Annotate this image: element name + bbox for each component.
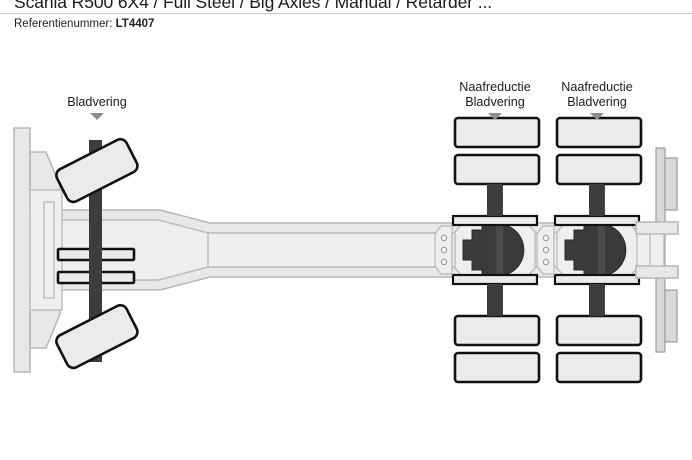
callout-rear-2-line1: Naafreductie bbox=[561, 80, 633, 94]
rear-axle-1-assembly bbox=[451, 116, 541, 384]
truck-schematic-svg: .ch-f { fill:#e8e8e8; stroke:#b8b8b8; st… bbox=[13, 116, 679, 384]
callout-rear-axle-2: Naafreductie Bladvering bbox=[532, 80, 662, 120]
down-triangle-icon bbox=[590, 113, 604, 120]
down-triangle-icon bbox=[90, 113, 104, 120]
rear-mudguard-lower bbox=[664, 289, 678, 343]
rear-2-leaf-upper bbox=[553, 214, 641, 227]
listing-header: Scania R500 6X4 / Full Steel / Big Axles… bbox=[0, 0, 692, 36]
rear-1-tire-lower-inner bbox=[453, 314, 541, 347]
rear-1-leaf-lower bbox=[451, 273, 539, 286]
header-divider bbox=[0, 13, 692, 14]
callout-front-line1: Bladvering bbox=[67, 95, 127, 109]
callout-rear-1-line2: Bladvering bbox=[465, 95, 525, 109]
front-wheel-upper bbox=[55, 137, 139, 204]
callout-front-suspension: Bladvering bbox=[32, 95, 162, 120]
frame-bolt-brackets bbox=[434, 225, 555, 275]
reference-number-value: LT4407 bbox=[115, 18, 155, 30]
reference-number: Referentienummer: LT4407 bbox=[14, 17, 154, 31]
front-wheel-lower bbox=[55, 303, 139, 370]
callout-rear-1-line1: Naafreductie bbox=[459, 80, 531, 94]
rear-1-leaf-upper bbox=[451, 214, 539, 227]
front-bumper-assembly bbox=[13, 127, 63, 373]
page-title: Scania R500 6X4 / Full Steel / Big Axles… bbox=[14, 0, 493, 12]
rear-2-tire-upper-outer bbox=[555, 116, 643, 149]
rear-2-tire-lower-outer bbox=[555, 351, 643, 384]
rear-1-tire-upper-outer bbox=[453, 116, 541, 149]
truck-axle-diagram: .ch-f { fill:#e8e8e8; stroke:#b8b8b8; st… bbox=[0, 40, 692, 460]
callout-rear-axle-1: Naafreductie Bladvering bbox=[430, 80, 560, 120]
reference-number-label: Referentienummer: bbox=[14, 18, 113, 30]
rear-crossmember-assembly bbox=[635, 147, 679, 353]
callout-rear-2-line2: Bladvering bbox=[567, 95, 627, 109]
rear-2-tire-lower-inner bbox=[555, 314, 643, 347]
rear-axle-2-assembly bbox=[553, 116, 643, 384]
rear-1-tire-upper-inner bbox=[453, 153, 541, 186]
rear-2-leaf-lower bbox=[553, 273, 641, 286]
front-axle-assembly bbox=[55, 137, 139, 370]
rear-mudguard-upper bbox=[664, 157, 678, 211]
rear-2-tire-upper-inner bbox=[555, 153, 643, 186]
rear-1-tire-lower-outer bbox=[453, 351, 541, 384]
down-triangle-icon bbox=[488, 113, 502, 120]
